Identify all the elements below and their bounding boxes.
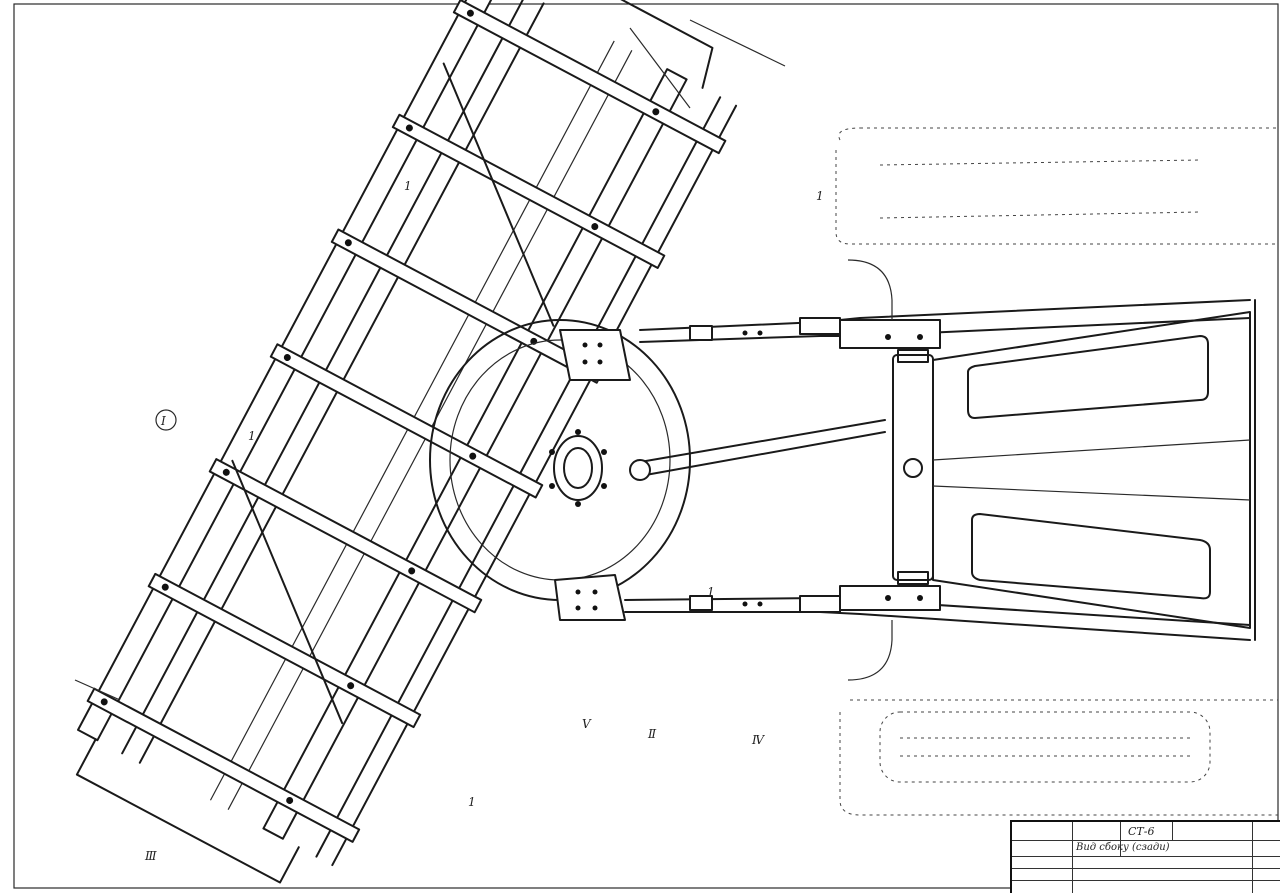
chassis-plate xyxy=(932,299,1256,641)
drawing-code: СТ-6 xyxy=(1128,825,1155,838)
mounting-plates xyxy=(554,329,631,621)
dimension-marks: 1 1 1 1 1 xyxy=(248,179,824,809)
pivot-hub xyxy=(553,435,603,501)
view-label: Ⅲ xyxy=(144,849,157,863)
sheet-frame xyxy=(13,3,1279,889)
hitch-drawbars xyxy=(624,299,1251,641)
view-label: Ⅴ xyxy=(582,717,592,731)
view-labels: Ⅰ Ⅱ Ⅲ Ⅳ Ⅴ xyxy=(144,409,766,863)
dimension-mark: 1 xyxy=(248,429,256,443)
dimension-mark: 1 xyxy=(468,795,476,809)
lower-track-outline xyxy=(839,620,1278,816)
frame-bolts xyxy=(100,9,660,804)
leader-lines xyxy=(74,19,786,701)
dimension-mark: 1 xyxy=(404,179,412,193)
view-label: Ⅱ xyxy=(647,727,657,741)
dimension-mark: 1 xyxy=(816,189,824,203)
tilted-frame-assembly xyxy=(75,0,738,884)
sheet-title: Вид сбоку (сзади) xyxy=(1076,842,1170,853)
view-label: Ⅳ xyxy=(751,733,766,747)
dimension-mark: 1 xyxy=(707,585,715,599)
upper-track-outline xyxy=(835,127,1278,320)
title-block: СТ-6 Вид сбоку (сзади) xyxy=(1010,820,1280,893)
view-label: Ⅰ xyxy=(160,414,166,428)
axle-housing xyxy=(892,349,934,585)
